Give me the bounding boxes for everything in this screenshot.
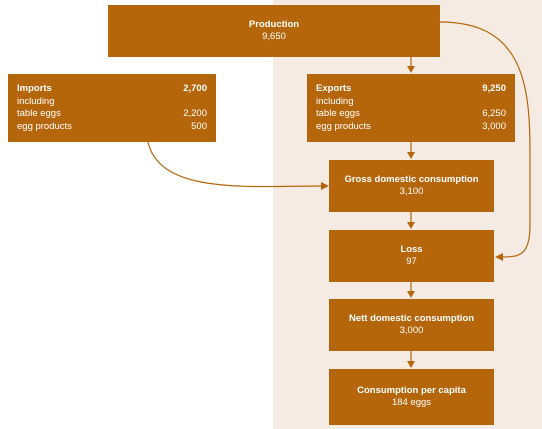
nett-consumption-box: Nett domestic consumption 3,000 bbox=[329, 299, 494, 351]
exports-row-label: egg products bbox=[316, 120, 371, 132]
arrow-exports-to-gross bbox=[407, 142, 415, 159]
arrow-nett-to-per-capita bbox=[407, 351, 415, 368]
imports-row-label: egg products bbox=[17, 120, 72, 132]
per-capita-box: Consumption per capita 184 eggs bbox=[329, 369, 494, 425]
exports-row-label: table eggs bbox=[316, 108, 360, 119]
imports-row-value: 2,200 bbox=[183, 108, 207, 119]
per-capita-value: 184 eggs bbox=[391, 397, 432, 408]
exports-box: Exports 9,250 including table eggs 6,250… bbox=[307, 74, 515, 142]
imports-row-label: table eggs bbox=[17, 108, 61, 119]
imports-row-value: 500 bbox=[191, 120, 207, 132]
imports-label: Imports bbox=[17, 83, 52, 94]
nett-consumption-label: Nett domestic consumption bbox=[348, 312, 475, 324]
exports-label: Exports bbox=[316, 83, 352, 94]
arrow-production-to-loss bbox=[439, 21, 531, 261]
imports-box: Imports 2,700 including table eggs 2,200… bbox=[8, 74, 216, 142]
gross-consumption-box: Gross domestic consumption 3,100 bbox=[329, 160, 494, 212]
exports-row: egg products 3,000 bbox=[316, 121, 506, 134]
domestic-panel-background bbox=[273, 0, 542, 429]
production-label: Production bbox=[248, 18, 300, 30]
nett-consumption-value: 3,000 bbox=[399, 325, 424, 336]
exports-header: Exports 9,250 bbox=[316, 83, 506, 96]
exports-including: including bbox=[316, 95, 354, 107]
exports-row: table eggs 6,250 bbox=[316, 108, 506, 121]
exports-row-value: 3,000 bbox=[482, 120, 506, 132]
per-capita-label: Consumption per capita bbox=[357, 384, 466, 396]
imports-row: egg products 500 bbox=[17, 121, 207, 134]
loss-box: Loss 97 bbox=[329, 230, 494, 282]
arrow-gross-to-loss bbox=[407, 212, 415, 229]
production-box: Production 9,650 bbox=[108, 5, 440, 57]
gross-consumption-label: Gross domestic consumption bbox=[344, 173, 479, 185]
imports-value: 2,700 bbox=[183, 83, 207, 94]
arrow-imports-to-gross bbox=[147, 141, 329, 190]
imports-row: table eggs 2,200 bbox=[17, 108, 207, 121]
loss-label: Loss bbox=[400, 243, 423, 255]
imports-header: Imports 2,700 bbox=[17, 83, 207, 96]
gross-consumption-value: 3,100 bbox=[399, 186, 424, 197]
exports-row-value: 6,250 bbox=[482, 108, 506, 119]
arrow-production-to-exports bbox=[407, 57, 415, 73]
loss-value: 97 bbox=[406, 256, 417, 267]
arrow-loss-to-nett bbox=[407, 282, 415, 298]
exports-value: 9,250 bbox=[482, 83, 506, 94]
production-value: 9,650 bbox=[262, 31, 286, 42]
imports-including: including bbox=[17, 95, 55, 107]
